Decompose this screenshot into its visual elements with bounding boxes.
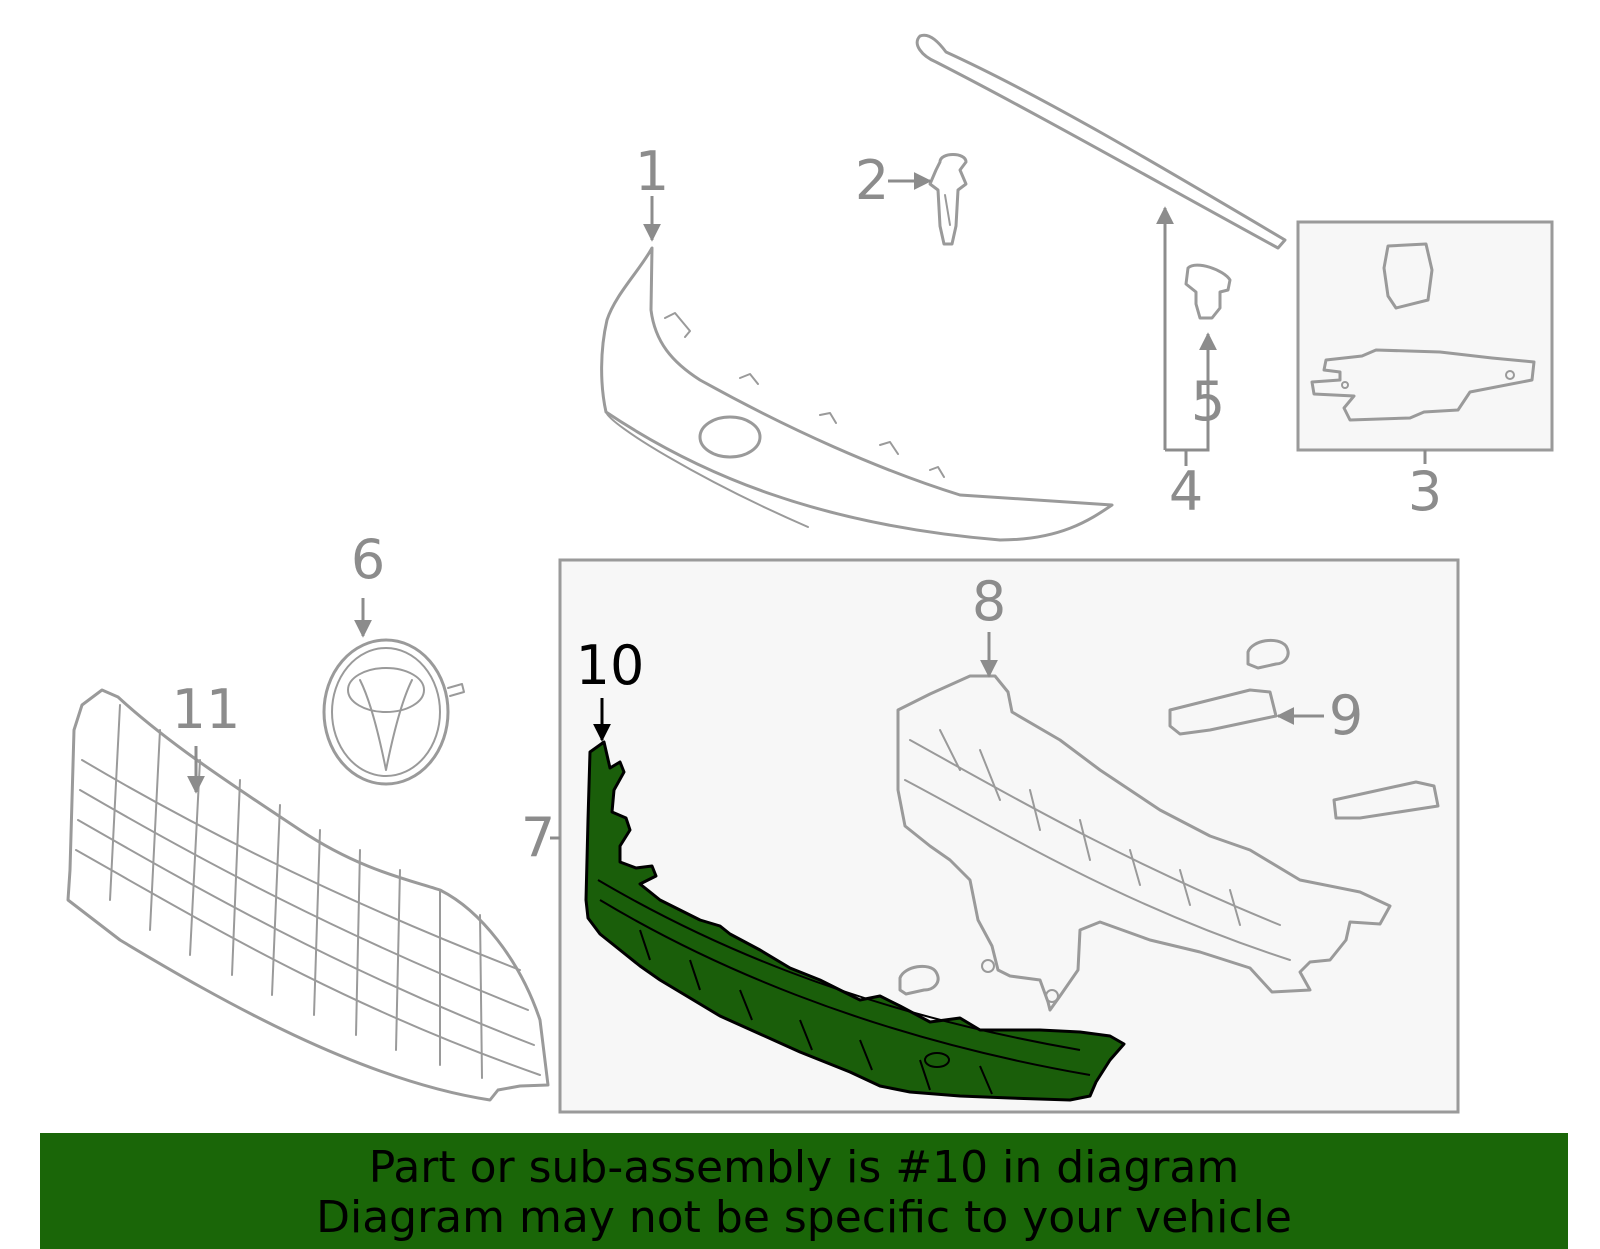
callouts: 1 2 3 4 5 6 7 8 9 10 11: [172, 140, 1443, 869]
part-2-clip: [928, 153, 968, 246]
part-9-brackets: [898, 638, 1440, 996]
callout-10: 10: [576, 634, 645, 697]
callout-8: 8: [972, 570, 1006, 633]
callout-6: 6: [351, 528, 385, 591]
leader-lines: [187, 172, 1427, 840]
part-8-upper-support: [896, 674, 1392, 1012]
callout-7: 7: [521, 806, 555, 869]
banner-line-disclaimer: Diagram may not be specific to your vehi…: [316, 1192, 1292, 1243]
callout-2: 2: [855, 149, 889, 212]
part-10-lower-support-highlighted: [584, 740, 1126, 1102]
assembly-box-3: [1296, 220, 1554, 452]
banner-line-part: Part or sub-assembly is #10 in diagram: [368, 1142, 1240, 1193]
info-banner: Part or sub-assembly is #10 in diagram D…: [40, 1133, 1568, 1249]
part-3-bracket: [1310, 242, 1536, 422]
part-4-seal: [915, 33, 1287, 250]
part-11-lower-grille: [66, 688, 550, 1102]
callout-5: 5: [1191, 370, 1225, 433]
part-5-clip: [1184, 263, 1232, 320]
callout-3: 3: [1408, 460, 1442, 523]
callout-1: 1: [635, 140, 669, 203]
callout-4: 4: [1169, 460, 1203, 523]
callout-11: 11: [172, 678, 241, 741]
callout-9: 9: [1329, 684, 1363, 747]
part-1-upper-grille: [600, 246, 1114, 542]
part-6-emblem: [322, 638, 465, 786]
